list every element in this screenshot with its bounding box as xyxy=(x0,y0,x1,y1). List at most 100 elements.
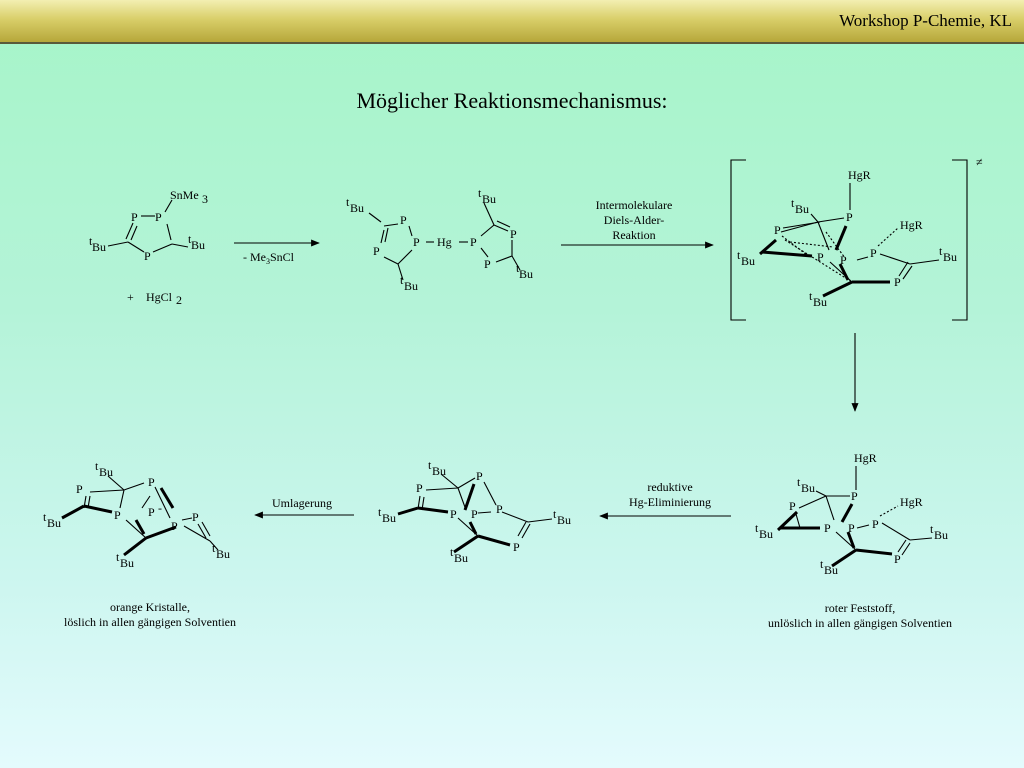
svg-text:P: P xyxy=(450,507,457,521)
reagent-label: - Me3SnCl xyxy=(243,250,295,266)
svg-text:Bu: Bu xyxy=(382,511,396,525)
svg-text:P: P xyxy=(894,552,901,566)
svg-text:Bu: Bu xyxy=(934,528,948,542)
molecule-hg-bis-diphospholyl xyxy=(368,202,521,281)
svg-text:P: P xyxy=(513,540,520,554)
svg-text:Bu: Bu xyxy=(943,250,957,264)
diels-alder-label: Intermolekulare Diels-Alder- Reaktion xyxy=(596,198,673,242)
svg-text:Bu: Bu xyxy=(191,238,205,252)
svg-text:P: P xyxy=(484,257,491,271)
slide-title: Möglicher Reaktionsmechanismus: xyxy=(356,88,668,113)
svg-text:SnMe: SnMe xyxy=(170,188,199,202)
svg-text:t: t xyxy=(116,550,120,564)
svg-text:HgCl: HgCl xyxy=(146,290,173,304)
svg-text:Bu: Bu xyxy=(99,465,113,479)
molecule-hg-cage-labels: HgR HgR t Bu P P P P P P t Bu t Bu t Bu xyxy=(755,451,948,577)
svg-text:Bu: Bu xyxy=(759,527,773,541)
caption-line: orange Kristalle, xyxy=(110,600,190,614)
caption-orange-crystals: orange Kristalle, löslich in allen gängi… xyxy=(30,600,270,630)
svg-text:Bu: Bu xyxy=(482,192,496,206)
svg-text:P: P xyxy=(774,223,781,237)
svg-text:t: t xyxy=(516,261,520,275)
svg-text:P: P xyxy=(400,213,407,227)
header-text: Workshop P-Chemie, KL xyxy=(839,11,1012,30)
svg-text:P: P xyxy=(155,210,162,224)
svg-text:t: t xyxy=(378,505,382,519)
svg-text:P: P xyxy=(870,246,877,260)
svg-text:t: t xyxy=(95,459,99,473)
svg-text:P: P xyxy=(851,489,858,503)
svg-text:P: P xyxy=(840,253,847,267)
svg-text:t: t xyxy=(212,541,216,555)
svg-text:Hg-Eliminierung: Hg-Eliminierung xyxy=(629,495,711,509)
svg-text:t: t xyxy=(553,507,557,521)
svg-text:3: 3 xyxy=(202,192,208,206)
svg-text:P: P xyxy=(114,508,121,522)
svg-text:Diels-Alder-: Diels-Alder- xyxy=(604,213,664,227)
transition-state-symbol: ≠ xyxy=(976,155,983,169)
svg-text:P: P xyxy=(416,481,423,495)
svg-text:Bu: Bu xyxy=(813,295,827,309)
rearrangement-label: Umlagerung xyxy=(272,496,332,510)
svg-text:Bu: Bu xyxy=(432,464,446,478)
molecule-transition-state-labels: HgR HgR t Bu P P P P P P t Bu t Bu t Bu xyxy=(737,168,957,309)
molecule-hg-cage xyxy=(776,466,933,568)
svg-text:P: P xyxy=(144,249,151,263)
svg-text:Bu: Bu xyxy=(404,279,418,293)
svg-text:Bu: Bu xyxy=(824,563,838,577)
svg-text:t: t xyxy=(939,244,943,258)
svg-text:P: P xyxy=(476,469,483,483)
svg-text:P: P xyxy=(413,235,420,249)
svg-text:P: P xyxy=(470,235,477,249)
svg-text:t: t xyxy=(450,545,454,559)
svg-text:t: t xyxy=(930,522,934,536)
svg-text:-: - xyxy=(158,501,162,515)
svg-text:Bu: Bu xyxy=(120,556,134,570)
svg-text:P: P xyxy=(894,275,901,289)
svg-text:HgR: HgR xyxy=(848,168,871,182)
caption-red-solid: roter Feststoff, unlöslich in allen gäng… xyxy=(740,601,980,631)
svg-text:Bu: Bu xyxy=(795,202,809,216)
svg-text:P: P xyxy=(131,210,138,224)
molecule-intermediate-cage-labels: t Bu P P P P P P t Bu t Bu t Bu xyxy=(378,458,571,565)
svg-text:reduktive: reduktive xyxy=(647,480,692,494)
svg-text:P: P xyxy=(192,510,199,524)
molecule-hg-bis-diphospholyl-labels: t Bu P P P Hg P P P t Bu t Bu t Bu xyxy=(346,186,533,293)
svg-text:Bu: Bu xyxy=(741,254,755,268)
svg-text:Reaktion: Reaktion xyxy=(612,228,655,242)
svg-text:P: P xyxy=(510,227,517,241)
molecule-stannyl-diphosphole xyxy=(107,199,189,253)
svg-text:Bu: Bu xyxy=(557,513,571,527)
svg-text:HgR: HgR xyxy=(900,218,923,232)
svg-text:t: t xyxy=(188,232,192,246)
svg-text:P: P xyxy=(789,499,796,513)
svg-text:P: P xyxy=(76,482,83,496)
svg-text:P: P xyxy=(373,244,380,258)
svg-text:t: t xyxy=(797,475,801,489)
svg-text:t: t xyxy=(755,521,759,535)
svg-text:t: t xyxy=(346,195,350,209)
svg-text:t: t xyxy=(809,289,813,303)
svg-text:P: P xyxy=(148,475,155,489)
svg-text:+: + xyxy=(127,290,134,304)
svg-text:t: t xyxy=(428,458,432,472)
svg-text:Hg: Hg xyxy=(437,235,452,249)
svg-text:P: P xyxy=(824,521,831,535)
caption-line: roter Feststoff, xyxy=(824,601,896,615)
reductive-elimination-label: reduktive Hg-Eliminierung xyxy=(629,480,711,509)
svg-text:Bu: Bu xyxy=(454,551,468,565)
svg-text:t: t xyxy=(43,510,47,524)
svg-text:P: P xyxy=(471,507,478,521)
svg-text:2: 2 xyxy=(176,293,182,307)
transition-state-brackets xyxy=(730,159,968,321)
svg-text:t: t xyxy=(791,196,795,210)
molecule-intermediate-cage xyxy=(397,473,553,554)
molecule-final-product-labels: t Bu P P P P - P P t Bu t Bu t Bu xyxy=(43,459,230,570)
caption-line: löslich in allen gängigen Solventien xyxy=(64,615,236,629)
svg-text:Bu: Bu xyxy=(47,516,61,530)
svg-text:t: t xyxy=(400,273,404,287)
svg-text:HgR: HgR xyxy=(854,451,877,465)
svg-text:P: P xyxy=(846,210,853,224)
svg-text:P: P xyxy=(872,517,879,531)
